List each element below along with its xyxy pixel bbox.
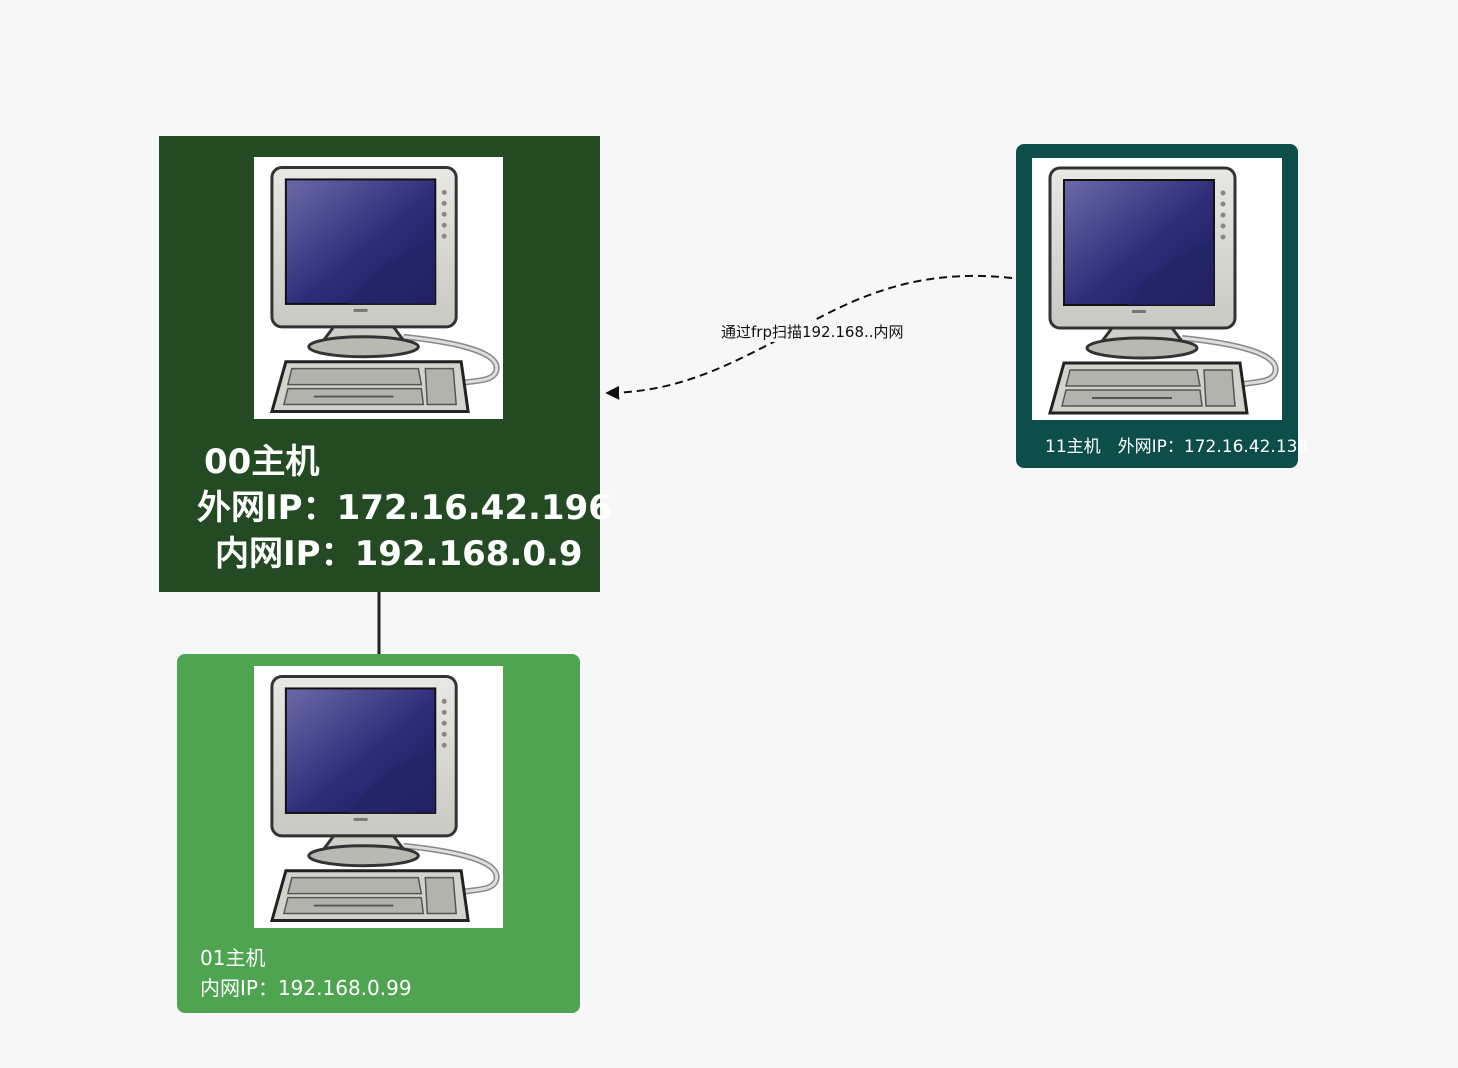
host-00-name: 00主机	[204, 442, 320, 482]
host-00-node[interactable]: 00主机 外网IP：172.16.42.196 内网IP：192.168.0.9	[159, 136, 612, 592]
host-01-node[interactable]: 01主机 内网IP：192.168.0.99	[177, 654, 580, 1013]
host-00-external-ip: 外网IP：172.16.42.196	[197, 488, 612, 528]
host-00-internal-ip: 内网IP：192.168.0.9	[215, 534, 583, 574]
host-01-internal-ip: 内网IP：192.168.0.99	[200, 976, 412, 1000]
desktop-computer-icon	[1032, 158, 1282, 420]
host-11-label: 11主机 外网IP：172.16.42.138	[1045, 437, 1309, 457]
frp-scan-edge-label: 通过frp扫描192.168..内网	[720, 321, 905, 342]
desktop-computer-icon	[254, 157, 503, 419]
host-01-name: 01主机	[200, 946, 266, 970]
desktop-computer-icon	[254, 666, 503, 928]
host-11-node[interactable]: 11主机 外网IP：172.16.42.138	[1016, 144, 1308, 468]
